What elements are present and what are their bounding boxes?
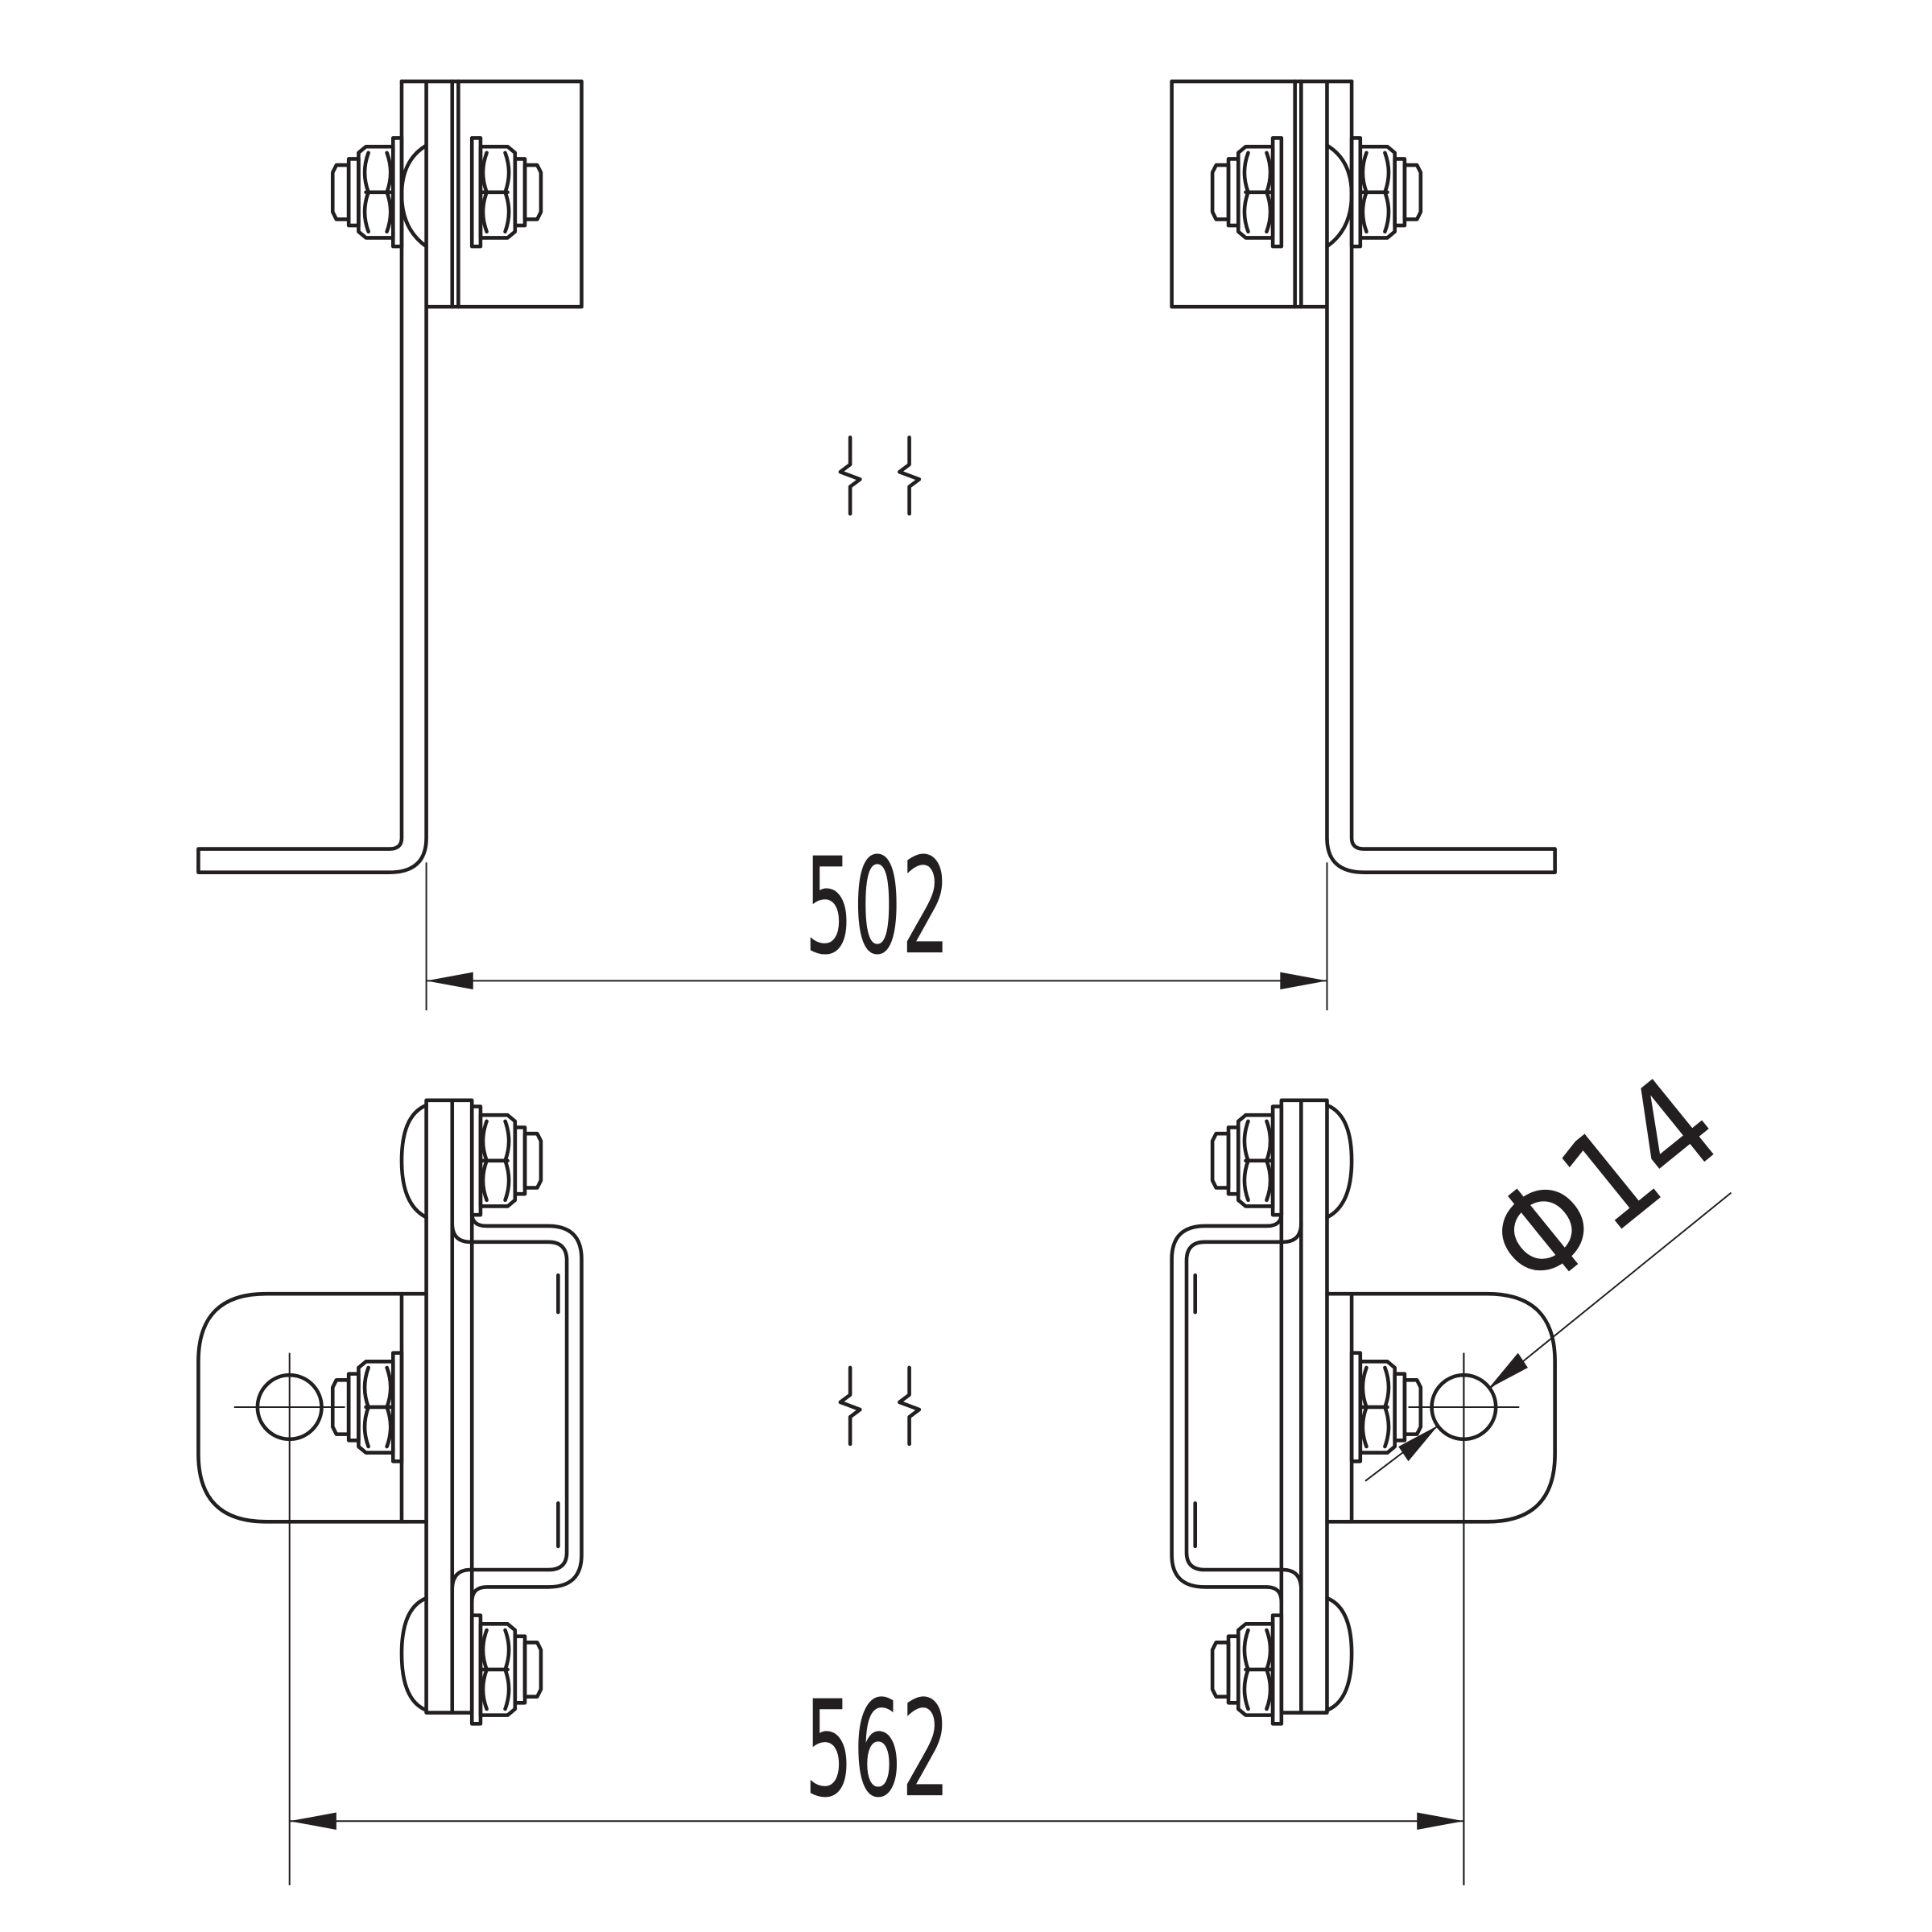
dimension-502: 502 [425,829,1328,1011]
break-symbol-bottom [840,1368,919,1444]
dimension-label-502: 502 [804,829,950,984]
dimension-562: 562 [289,1352,1465,1885]
dimension-label-diameter: Φ14 [1459,1046,1748,1322]
break-symbol-top [840,437,919,514]
top-left-bracket [198,81,581,873]
dimension-label-562: 562 [804,1672,950,1827]
top-right-bracket [1172,81,1555,873]
bottom-left-assembly [198,1100,581,1885]
